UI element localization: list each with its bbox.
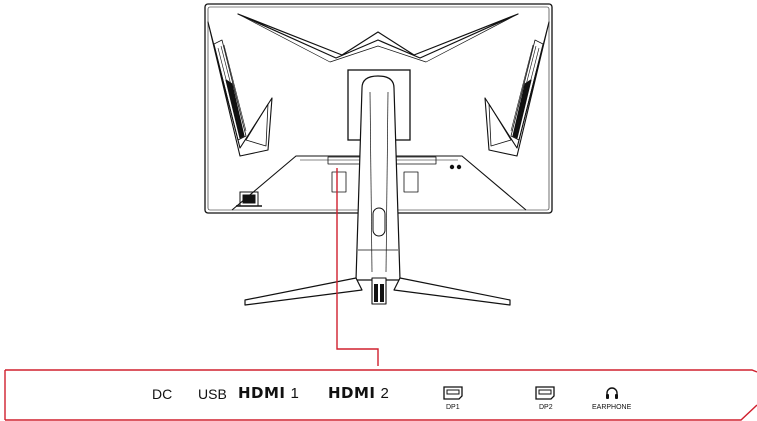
hdmi1-logo-text: HDMI [238, 384, 286, 402]
hdmi2-number: 2 [380, 385, 389, 402]
left-side-vent [207, 21, 273, 157]
earphone-port-label: EARPHONE [592, 404, 632, 411]
port-callout-box [4, 369, 757, 421]
dc-port-label: DC [152, 386, 173, 402]
usb-port-label: USB [198, 386, 227, 402]
headphone-icon [606, 387, 618, 399]
right-side-vent [484, 21, 550, 157]
hdmi1-number: 1 [290, 385, 299, 402]
hdmi2-logo-text: HDMI [328, 384, 376, 402]
displayport-icon [443, 386, 463, 400]
power-button-block [236, 191, 262, 207]
displayport-icon [535, 386, 555, 400]
callout-leader-line [336, 168, 379, 366]
lock-slots [449, 164, 462, 170]
top-chevron-crease [237, 13, 519, 63]
dp1-port-label: DP1 [446, 404, 460, 411]
stand-base [244, 277, 511, 306]
dp2-port-label: DP2 [539, 404, 553, 411]
stand-neck [355, 75, 401, 281]
